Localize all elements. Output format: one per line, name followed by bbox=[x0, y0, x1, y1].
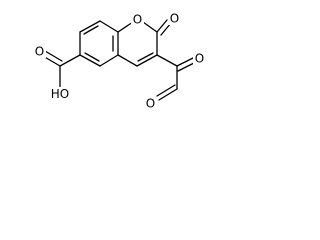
atom-labels: O O O O O HO bbox=[33, 12, 206, 111]
glyoxal-side-chain bbox=[156, 54, 197, 101]
ketone-oxygen-label: O bbox=[195, 52, 204, 66]
aldehyde-oxygen-label: O bbox=[146, 97, 155, 111]
acid-carbonyl-oxygen-label: O bbox=[35, 45, 44, 59]
lactone-oxygen-label: O bbox=[170, 12, 179, 26]
pyranone-ring bbox=[117, 21, 158, 67]
molecule-structure: O O O O O HO bbox=[33, 12, 206, 111]
acid-hydroxyl-label: HO bbox=[51, 87, 69, 101]
carboxylic-acid-group bbox=[42, 50, 81, 89]
ring-oxygen-label: O bbox=[133, 13, 142, 27]
benzene-ring bbox=[79, 20, 119, 67]
